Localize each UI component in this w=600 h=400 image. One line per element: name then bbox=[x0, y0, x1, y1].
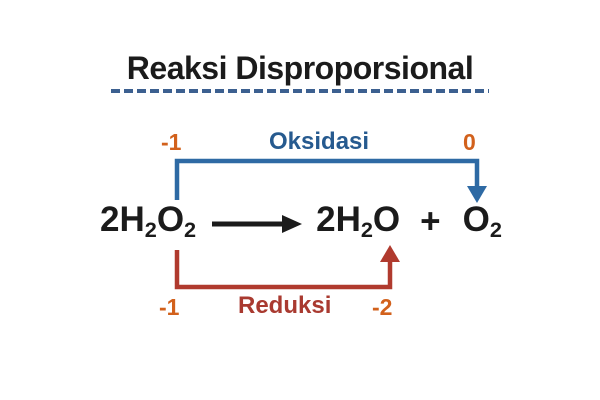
product-oxygen-formula: O2 bbox=[463, 200, 502, 243]
reduction-arrow bbox=[174, 245, 400, 290]
chemical-equation: 2H2O2 2H2O + O2 bbox=[100, 200, 502, 243]
oxygen-subscript1: 2 bbox=[489, 217, 502, 243]
water-subscript1: 2 bbox=[360, 217, 373, 243]
water-part1: 2H bbox=[316, 200, 361, 239]
reduction-state-product: -2 bbox=[372, 294, 393, 320]
reduction-label: Reduksi bbox=[238, 292, 332, 319]
reactant-subscript1: 2 bbox=[144, 217, 157, 243]
oxidation-label: Oksidasi bbox=[269, 128, 370, 155]
oxidation-state-product: 0 bbox=[463, 129, 476, 155]
product-water-formula: 2H2O bbox=[316, 200, 400, 243]
oxidation-arrow bbox=[174, 158, 487, 203]
water-part2: O bbox=[372, 200, 401, 239]
diagram-title: Reaksi Disproporsional bbox=[126, 50, 474, 86]
reaction-arrow-icon bbox=[212, 214, 303, 233]
reactant-formula: 2H2O2 bbox=[100, 200, 196, 243]
oxygen-part1: O bbox=[462, 200, 490, 239]
oxidation-state-reactant: -1 bbox=[161, 129, 182, 155]
reactant-subscript2: 2 bbox=[184, 217, 197, 243]
reactant-part2: O bbox=[156, 200, 185, 239]
plus-sign: + bbox=[420, 201, 441, 241]
reactant-part1: 2H bbox=[100, 200, 145, 239]
reduction-state-reactant: -1 bbox=[159, 294, 180, 320]
title-dashed-underline bbox=[111, 89, 489, 93]
